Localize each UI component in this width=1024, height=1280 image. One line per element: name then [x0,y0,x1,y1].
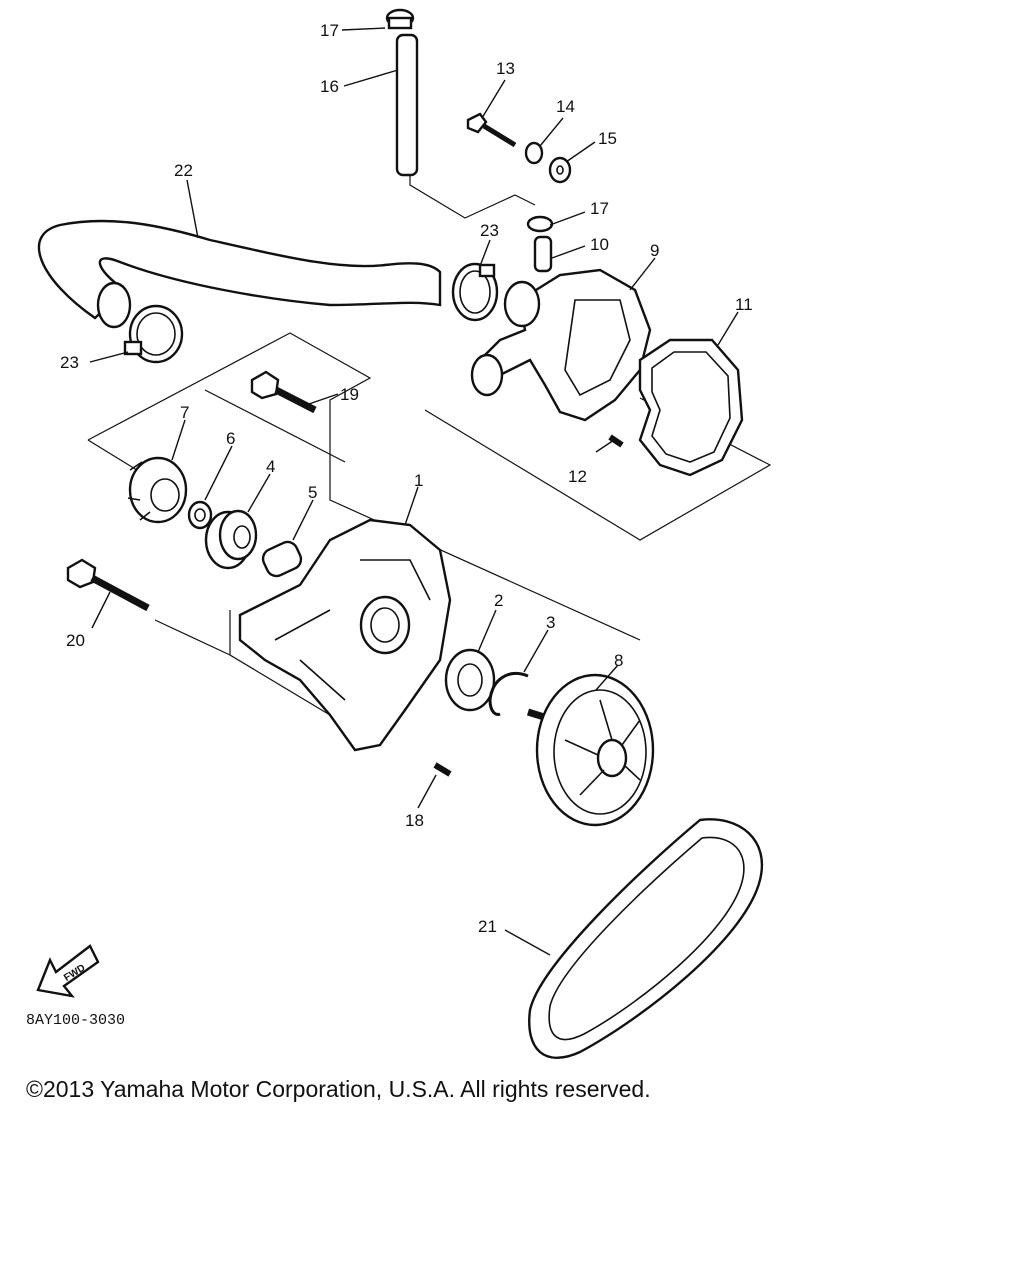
bearing-part-2 [444,648,496,712]
part-label-18: 18 [405,811,424,830]
copyright-notice: ©2013 Yamaha Motor Corporation, U.S.A. A… [26,1076,651,1102]
part-label-12: 12 [568,467,587,486]
pulley-part-8 [526,673,655,827]
hose-clamp-right-part-23 [451,262,499,322]
bushing-part-5 [261,540,303,578]
part-label-17-lower: 17 [590,199,609,218]
washer-part-15 [548,156,572,184]
part-label-9: 9 [650,241,659,260]
drawing-code: 8AY100-3030 [26,1012,125,1029]
part-label-5: 5 [308,483,317,502]
impeller-part-7 [127,456,188,524]
part-label-2: 2 [494,591,503,610]
bolt-part-19 [250,370,317,414]
part-label-6: 6 [226,429,235,448]
mechanical-seal-part-4 [204,509,258,570]
part-label-15: 15 [598,129,617,148]
part-label-19: 19 [340,385,359,404]
part-label-21: 21 [478,917,497,936]
part-number-labels: 17 16 13 14 15 22 17 23 10 9 11 23 19 7 … [60,21,753,936]
part-label-23-right: 23 [480,221,499,240]
fitting-part-10 [533,235,553,273]
part-label-7: 7 [180,403,189,422]
hose-clamp-left-part-23 [123,304,184,364]
part-label-14: 14 [556,97,575,116]
part-label-20: 20 [66,631,85,650]
part-label-1: 1 [414,471,423,490]
pump-body-part-1 [238,518,452,752]
lock-washer-part-14 [524,141,544,165]
part-label-13: 13 [496,59,515,78]
clip-lower-part-17 [526,215,554,233]
part-label-11: 11 [735,295,753,314]
clip-top-part-17 [385,8,415,30]
pump-housing-part-9 [470,268,652,422]
dowel-pin-part-12 [608,434,624,448]
forward-arrow-icon: FWD [36,944,100,998]
dowel-pin-part-18 [433,762,452,777]
part-label-3: 3 [546,613,555,632]
seal-part-6 [187,500,213,530]
part-label-4: 4 [266,457,275,476]
belt-part-21 [528,818,763,1059]
hose-part-22 [37,219,442,329]
part-label-23-left: 23 [60,353,79,372]
part-label-17-top: 17 [320,21,339,40]
part-label-10: 10 [590,235,609,254]
bolt-part-20 [66,558,150,612]
pipe-part-16 [395,33,419,177]
leader-lines [89,27,739,956]
part-label-22: 22 [174,161,193,180]
water-pump-exploded-diagram: 17 16 13 14 15 22 17 23 10 9 11 23 19 7 … [26,8,772,1059]
bolt-part-13 [466,112,517,148]
part-label-8: 8 [614,651,623,670]
part-label-16: 16 [320,77,339,96]
gasket-part-11 [638,338,744,477]
circlip-part-3 [488,672,529,716]
